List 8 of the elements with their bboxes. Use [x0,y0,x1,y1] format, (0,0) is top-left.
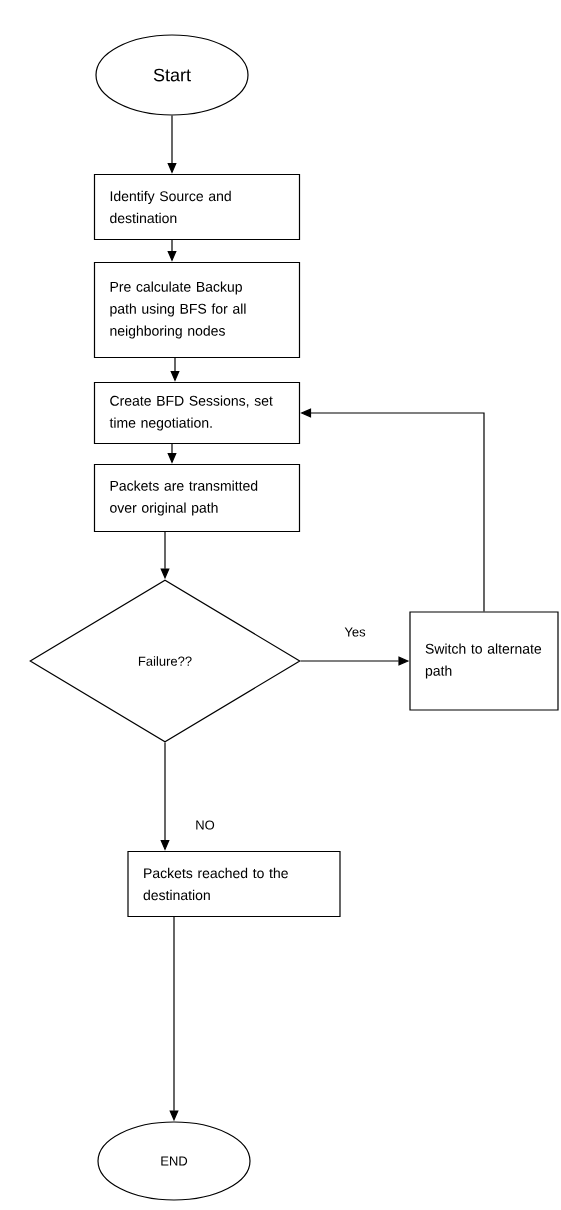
edge-label: Yes [343,626,367,638]
process-box: Create BFD Sessions, set time negotiation. [93,381,301,445]
process-box: Switch to alternate path [409,611,559,711]
process-box: Packets are transmitted over original path [93,463,301,533]
process-box: Identify Source and destination [93,173,301,241]
edge-label: NO [194,819,216,831]
process-box: Packets reached to the destination [127,850,341,918]
process-box: Pre calculate Backup path using BFS for all neighboring nodes [93,261,301,359]
